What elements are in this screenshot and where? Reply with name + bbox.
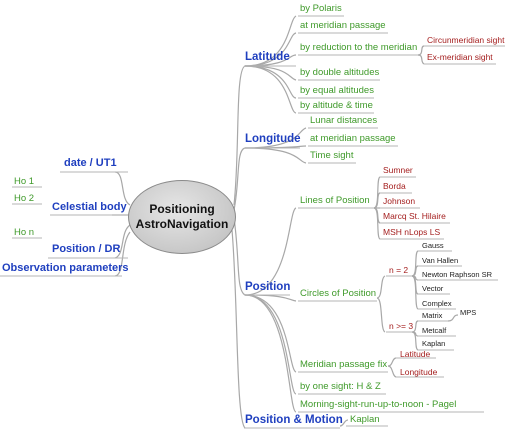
lines-of-position-node[interactable]: Lines of Position <box>300 195 370 206</box>
n-equals-2-node[interactable]: n = 2 <box>389 265 409 275</box>
n2-gauss[interactable]: Gauss <box>422 241 444 250</box>
n2-van-hallen[interactable]: Van Hallen <box>422 256 459 265</box>
position-motion-node[interactable]: Position & Motion <box>245 414 343 426</box>
longitude-item-meridian-passage[interactable]: at meridian passage <box>310 133 396 144</box>
latitude-item-double-altitudes[interactable]: by double altitudes <box>300 67 380 78</box>
position-dr-node[interactable]: Position / DR <box>52 243 121 255</box>
n2-complex[interactable]: Complex <box>422 299 452 308</box>
meridian-fix-latitude[interactable]: Latitude <box>400 349 431 359</box>
circunmeridian-node[interactable]: Circunmeridian sight <box>427 35 505 45</box>
meridian-passage-fix-node[interactable]: Meridian passage fix <box>300 359 388 370</box>
mps-node[interactable]: MPS <box>460 308 477 317</box>
n3-kaplan[interactable]: Kaplan <box>422 339 446 348</box>
latitude-item-reduction[interactable]: by reduction to the meridian <box>300 42 418 53</box>
one-sight-node[interactable]: by one sight: H & Z <box>300 381 381 392</box>
latitude-item-altitude-time[interactable]: by altitude & time <box>300 100 373 111</box>
lop-johnson[interactable]: Johnson <box>383 196 416 206</box>
longitude-item-lunar-distances[interactable]: Lunar distances <box>310 115 378 126</box>
ho-n-node[interactable]: Ho n <box>14 227 35 238</box>
longitude-node[interactable]: Longitude <box>245 133 301 145</box>
celestial-body-node[interactable]: Celestial body <box>52 201 127 213</box>
lop-msh-nlops-ls[interactable]: MSH nLops LS <box>383 227 441 237</box>
latitude-node[interactable]: Latitude <box>245 51 290 63</box>
central-topic-line1: Positioning <box>149 202 215 216</box>
ho-1-node[interactable]: Ho 1 <box>14 176 35 187</box>
latitude-item-meridian-passage[interactable]: at meridian passage <box>300 20 386 31</box>
lop-borda[interactable]: Borda <box>383 181 406 191</box>
n3-matrix[interactable]: Matrix <box>422 311 443 320</box>
lop-marcq-st-hilaire[interactable]: Marcq St. Hilaire <box>383 211 446 221</box>
n2-vector[interactable]: Vector <box>422 284 444 293</box>
position-node[interactable]: Position <box>245 281 291 293</box>
longitude-item-time-sight[interactable]: Time sight <box>310 150 354 161</box>
ex-meridian-node[interactable]: Ex-meridian sight <box>427 52 493 62</box>
central-topic-line2: AstroNavigation <box>135 217 229 231</box>
observation-parameters-node[interactable]: Observation parameters <box>2 262 129 274</box>
n3-metcalf[interactable]: Metcalf <box>422 326 447 335</box>
ho-2-node[interactable]: Ho 2 <box>14 193 35 204</box>
position-motion-kaplan[interactable]: Kaplan <box>350 414 380 425</box>
latitude-item-equal-altitudes[interactable]: by equal altitudes <box>300 85 374 96</box>
n-ge-3-node[interactable]: n >= 3 <box>389 321 414 331</box>
morning-sight-node[interactable]: Morning-sight-run-up-to-noon - Pagel <box>300 399 457 410</box>
central-topic[interactable]: Positioning AstroNavigation <box>128 180 236 254</box>
meridian-fix-longitude[interactable]: Longitude <box>400 367 438 377</box>
latitude-item-polaris[interactable]: by Polaris <box>300 3 342 14</box>
date-ut1-node[interactable]: date / UT1 <box>64 157 117 169</box>
n2-newton-raphson[interactable]: Newton Raphson SR <box>422 270 493 279</box>
lop-sumner[interactable]: Sumner <box>383 165 413 175</box>
circles-of-position-node[interactable]: Circles of Position <box>300 288 377 299</box>
